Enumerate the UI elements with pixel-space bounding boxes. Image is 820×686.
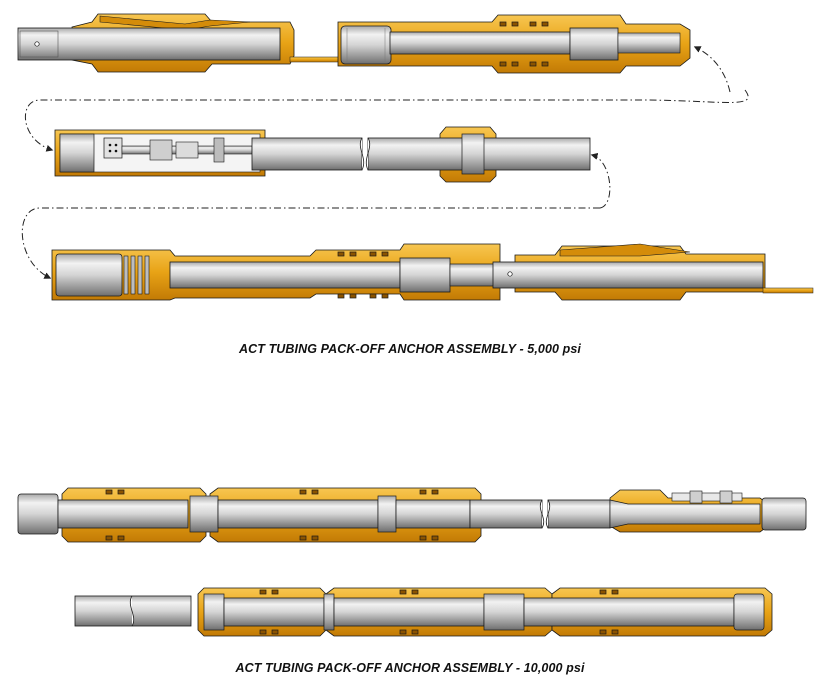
row5-mandrel-a bbox=[223, 597, 325, 627]
row1-tail-sleeve bbox=[289, 56, 346, 63]
row4-latch-assembly bbox=[671, 490, 743, 504]
row4-mandrel-c bbox=[395, 499, 471, 529]
row4-bottom-sub bbox=[761, 497, 807, 531]
flow-arrow-row2-return bbox=[590, 152, 611, 209]
row1-seal-marks bbox=[499, 21, 549, 67]
row3-port-hole bbox=[507, 271, 513, 277]
row1-left-section bbox=[17, 13, 346, 73]
row2-left-nose bbox=[59, 133, 95, 173]
row4-mandrel-b bbox=[217, 499, 379, 529]
row3-mid-coupling bbox=[399, 257, 451, 293]
row1-port-hole bbox=[34, 41, 40, 47]
row5-mandrel-c bbox=[523, 597, 735, 627]
row4-coupling-b bbox=[377, 495, 397, 533]
row1-right-section bbox=[337, 14, 691, 74]
row1-right-mandrel bbox=[389, 31, 571, 55]
row3-left-mandrel bbox=[169, 261, 401, 289]
assembly-5000-psi bbox=[17, 13, 814, 301]
caption-5000-psi: ACT TUBING PACK-OFF ANCHOR ASSEMBLY - 5,… bbox=[239, 342, 581, 356]
row2-right-section bbox=[365, 126, 591, 183]
row4-mandrel-e bbox=[547, 499, 611, 529]
row2-left-mandrel bbox=[251, 137, 363, 171]
row5-coupling-a bbox=[203, 593, 225, 631]
row1-right-bore bbox=[617, 32, 681, 54]
row3-right-mandrel bbox=[492, 261, 764, 289]
row2-left-section bbox=[54, 129, 365, 177]
row1-right-end-sub bbox=[340, 25, 392, 65]
row3-seal-rings bbox=[123, 255, 150, 295]
row1-left-end-cap bbox=[19, 30, 59, 58]
row5-coupling-b bbox=[323, 593, 335, 631]
flow-connector-row2-to-row3 bbox=[21, 207, 600, 279]
flow-arrow-row1-entry bbox=[693, 46, 731, 93]
row1-left-mandrel bbox=[17, 27, 281, 61]
row4-mandrel-a bbox=[57, 499, 189, 529]
caption-10000-psi: ACT TUBING PACK-OFF ANCHOR ASSEMBLY - 10… bbox=[235, 661, 585, 675]
row4-mandrel-d bbox=[469, 499, 543, 529]
row5-end-sub bbox=[733, 593, 765, 631]
row5-mandrel-b bbox=[333, 597, 485, 627]
row5-coupling-c bbox=[483, 593, 525, 631]
row3-right-section bbox=[492, 243, 814, 301]
row4-coupling-a bbox=[189, 495, 219, 533]
row1-right-coupling bbox=[569, 27, 619, 61]
row1-left-slip-arm bbox=[99, 15, 251, 31]
row2-shear-pin-block bbox=[103, 137, 123, 159]
row3-tail-sleeve bbox=[762, 287, 814, 294]
row3-left-section bbox=[51, 243, 501, 301]
flow-connector-row1-to-row2 bbox=[25, 89, 749, 152]
assembly-10000-psi bbox=[17, 487, 807, 637]
row4-tapered-bore bbox=[609, 499, 761, 529]
row4-upper-string bbox=[17, 487, 807, 543]
row2-right-coupling bbox=[461, 133, 485, 175]
row3-left-nose-sub bbox=[55, 253, 123, 297]
row5-lower-string bbox=[74, 587, 773, 637]
row4-top-sub bbox=[17, 493, 59, 535]
row3-right-slip-arm bbox=[559, 243, 691, 257]
